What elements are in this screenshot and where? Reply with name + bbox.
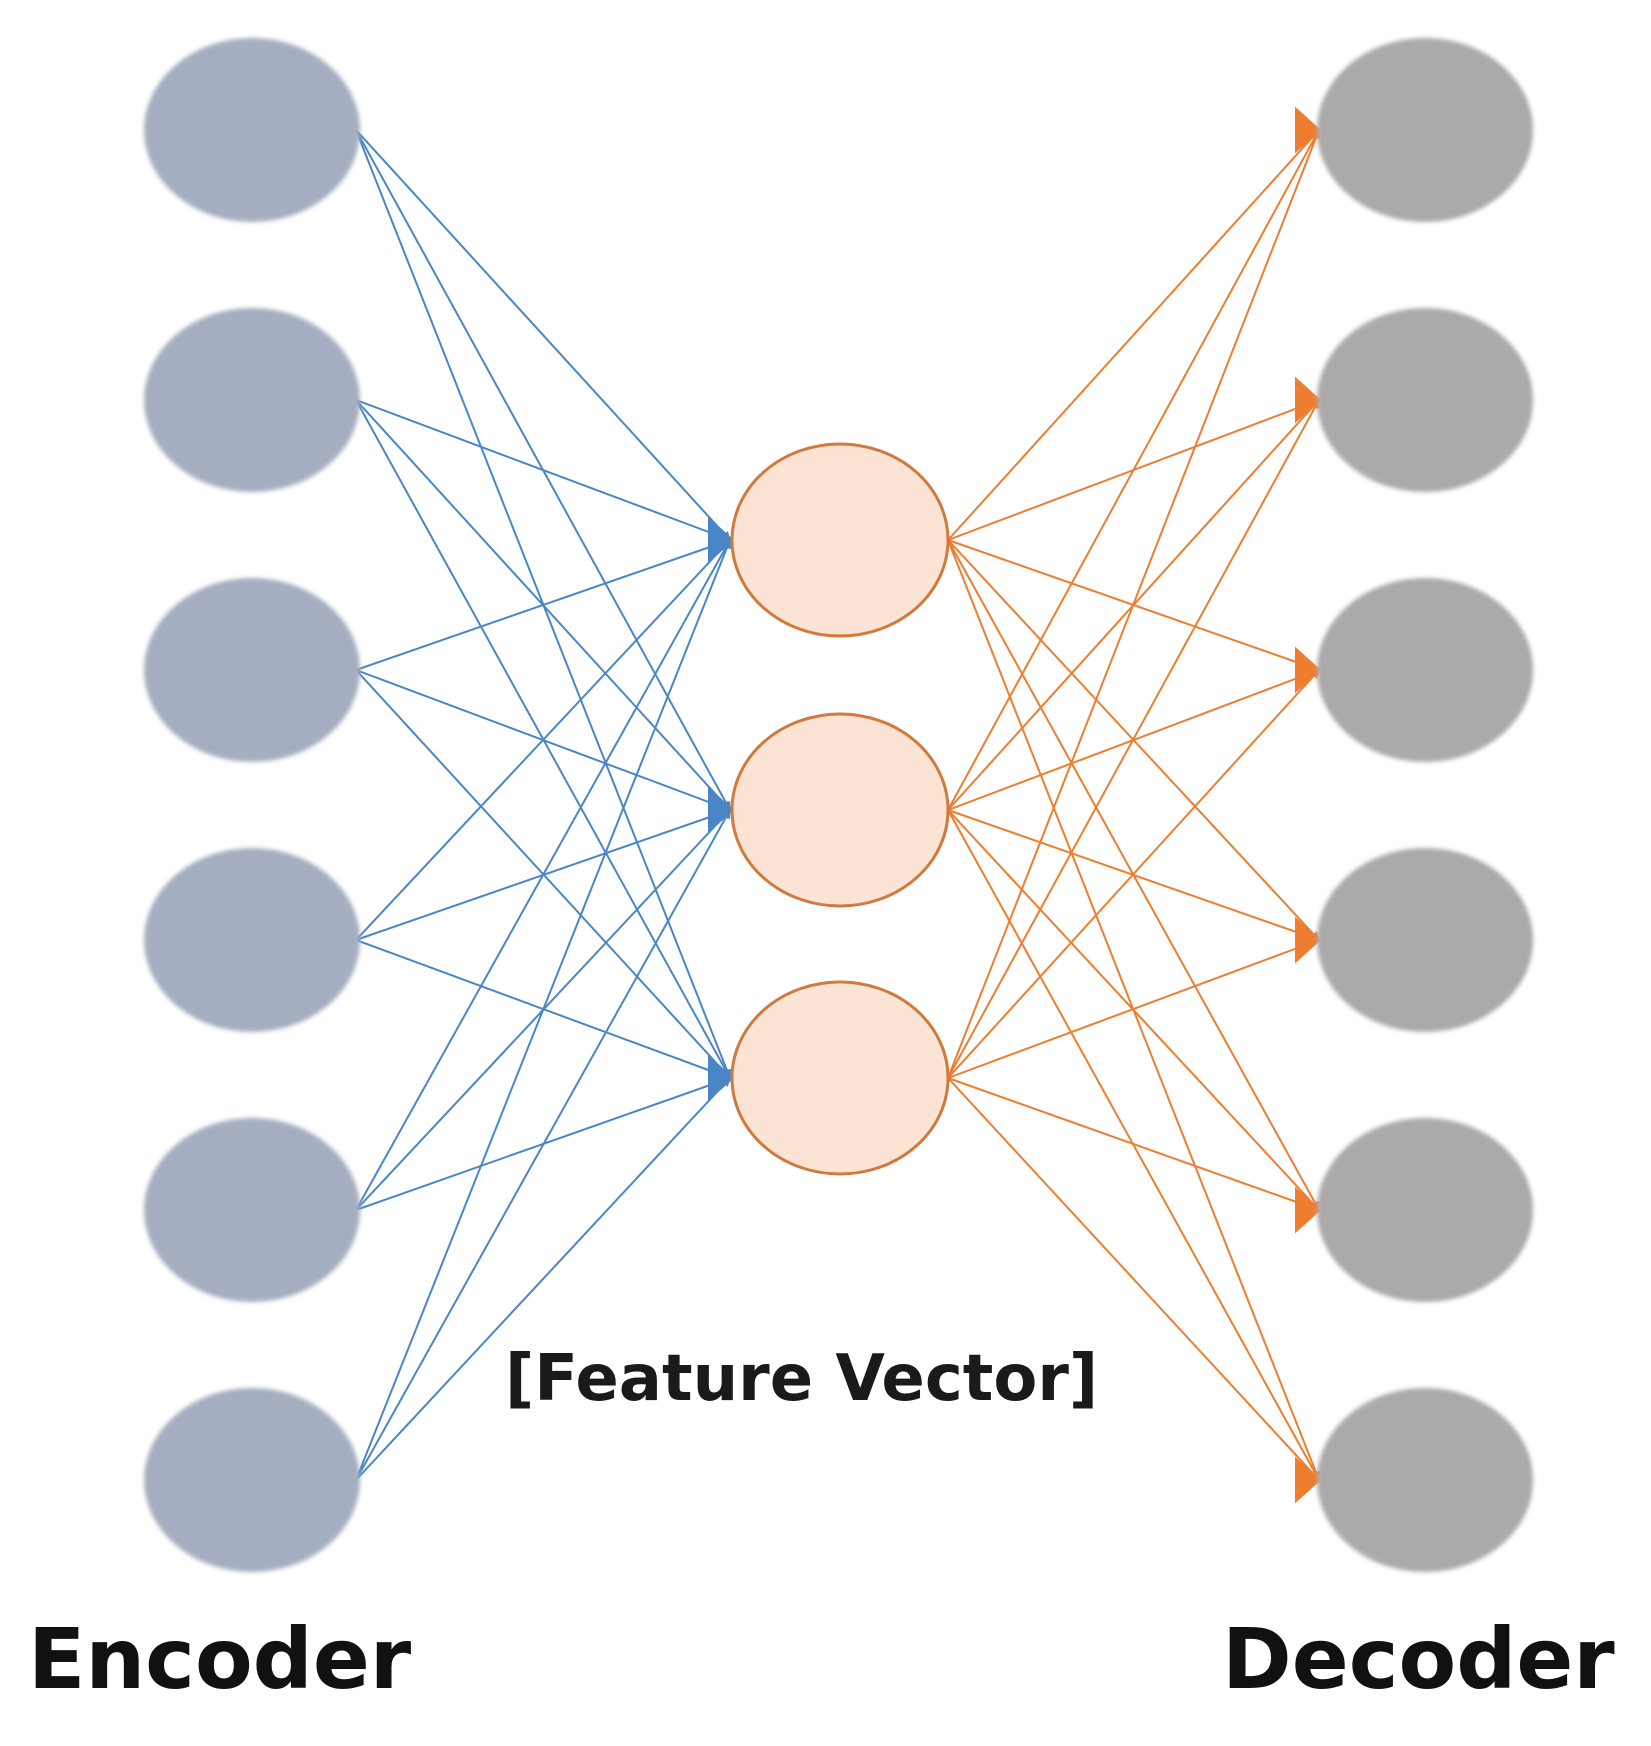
decoder-label: Decoder [1222,1610,1615,1708]
decoder-arrowhead [1295,1186,1321,1234]
decoder-edge [947,129,1320,811]
decoder-node [1317,308,1533,492]
decoder-edge [947,129,1321,1079]
decoder-arrowhead [1295,376,1321,424]
encoder-node [144,578,360,762]
decoder-node [1317,38,1533,222]
decoder-arrowhead [1295,646,1321,694]
encoder-edge [355,539,731,1211]
decoder-edge [947,1077,1320,1481]
encoder-edge [355,399,731,542]
encoder-edge [355,809,731,1481]
decoder-arrowhead [1295,916,1321,964]
decoder-edge [947,129,1320,541]
decoder-node [1317,848,1533,1032]
decoder-edge [947,938,1320,1079]
encoder-node [144,38,360,222]
encoder-connections [355,129,734,1481]
encoder-edge [355,129,731,541]
decoder-layer [1317,38,1533,1572]
encoder-label: Encoder [28,1610,412,1708]
decoder-arrowhead [1295,1456,1321,1504]
decoder-node [1317,1388,1533,1572]
decoder-edge [947,669,1320,1079]
encoder-node [144,1388,360,1572]
encoder-edge [355,539,731,941]
encoder-layer [144,38,360,1572]
feature-vector-label: [Feature Vector] [505,1342,1098,1416]
decoder-edge [947,399,1320,1079]
encoder-arrowhead [708,786,734,834]
feature-node [730,712,950,908]
decoder-arrowhead [1295,106,1321,154]
encoder-edge [355,538,731,671]
feature-node [730,980,950,1176]
decoder-node [1317,1118,1533,1302]
decoder-node [1317,578,1533,762]
encoder-node [144,1118,360,1302]
encoder-node [144,848,360,1032]
encoder-edge [355,1077,731,1481]
decoder-connections [947,106,1321,1504]
encoder-edge [355,539,732,1481]
feature-node [730,442,950,638]
encoder-arrowhead [708,516,734,564]
encoder-arrowhead [708,1054,734,1102]
encoder-node [144,308,360,492]
feature-vector-layer [730,442,950,1176]
decoder-edge [947,1077,1320,1212]
